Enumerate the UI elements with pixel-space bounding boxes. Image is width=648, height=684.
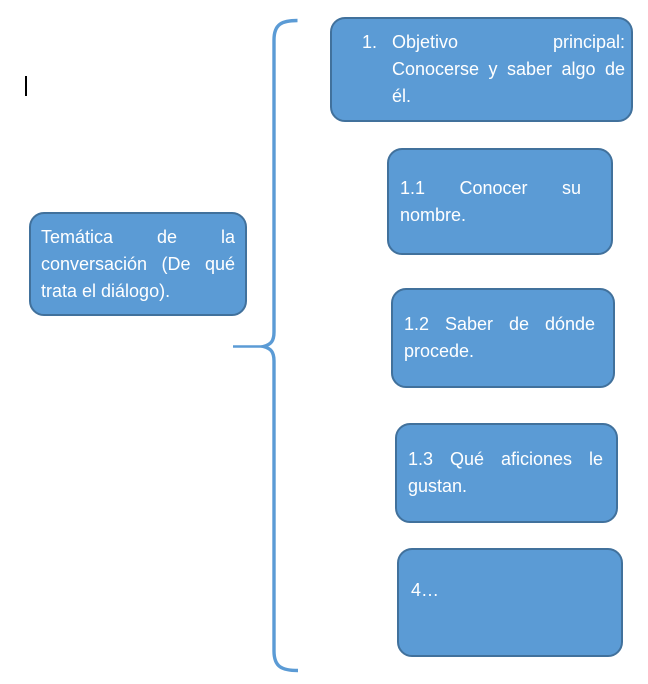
list-number-marker: 1. bbox=[362, 32, 378, 52]
objective-1-3-box[interactable]: 1.3 Qué aficiones le gustan. bbox=[395, 423, 618, 523]
objective-1-2-line: procede. bbox=[404, 341, 475, 361]
topic-box-line: Temática de la bbox=[41, 226, 235, 247]
objective-1-1-line: 1.1 Conocer su bbox=[400, 177, 581, 198]
objective-1-3-line: gustan. bbox=[408, 476, 468, 496]
objective-main-line: Conocerse y saber algo de bbox=[392, 59, 625, 79]
objective-main-line: Objetivo principal: bbox=[392, 32, 625, 52]
objective-1-2-box[interactable]: 1.2 Saber de dónde procede. bbox=[391, 288, 615, 388]
topic-box[interactable]: Temática de la conversación (De qué trat… bbox=[29, 212, 247, 316]
objective-4-line: 4… bbox=[411, 580, 440, 600]
topic-box-line: conversación (De qué bbox=[41, 253, 235, 274]
left-curly-brace-icon[interactable] bbox=[256, 18, 299, 673]
objective-1-1-line: nombre. bbox=[400, 204, 467, 225]
objective-1-1-box[interactable]: 1.1 Conocer su nombre. bbox=[387, 148, 613, 255]
text-cursor-icon bbox=[25, 76, 27, 96]
objective-main-line: él. bbox=[392, 86, 412, 106]
objective-1-2-line: 1.2 Saber de dónde bbox=[404, 314, 595, 334]
topic-box-line: trata el diálogo). bbox=[41, 280, 171, 301]
objective-main-box[interactable]: 1. Objetivo principal: Conocerse y saber… bbox=[330, 17, 633, 122]
objective-1-3-line: 1.3 Qué aficiones le bbox=[408, 449, 603, 469]
objective-4-box[interactable]: 4… bbox=[397, 548, 623, 657]
